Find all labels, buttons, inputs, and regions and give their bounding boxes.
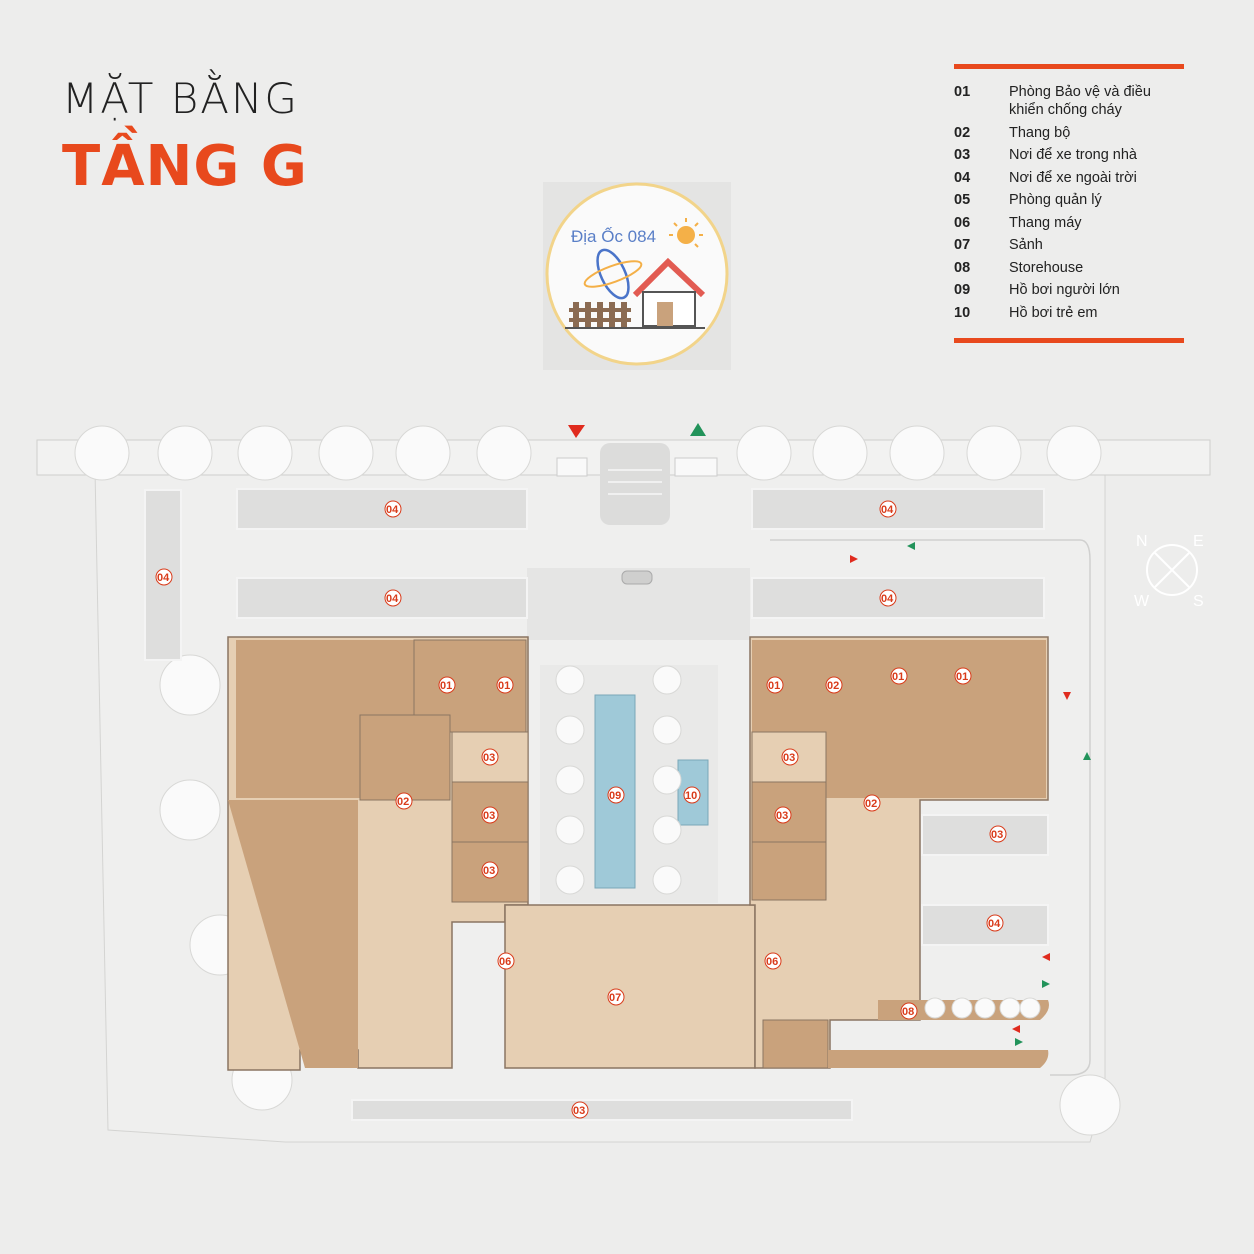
badge-04: 04	[157, 572, 170, 584]
parking-rows	[144, 488, 1049, 1121]
badge-06: 06	[766, 956, 778, 968]
badge-07: 07	[609, 992, 621, 1004]
badge-02: 02	[397, 796, 409, 808]
badge-03: 03	[483, 810, 495, 822]
legend-top-bar	[954, 64, 1184, 69]
badge-03: 03	[776, 810, 788, 822]
badge-03: 03	[483, 865, 495, 877]
plan-badges: 04 04 04 04 04 04 01 01 01 01 01 02 02 0…	[155, 500, 1007, 1119]
badge-01: 01	[768, 680, 780, 692]
legend-bottom-bar	[954, 338, 1184, 343]
badge-02: 02	[865, 798, 877, 810]
crosswalk-left	[556, 457, 588, 477]
watermark-logo: Địa Ốc 084	[543, 182, 731, 370]
compass-n: N	[1136, 533, 1148, 550]
badge-01: 01	[956, 671, 968, 683]
plan-title-line2: TẦNG G	[62, 134, 308, 199]
badge-01: 01	[440, 680, 452, 692]
watermark-text: Địa Ốc 084	[571, 226, 656, 246]
compass-icon: N E W S	[1134, 533, 1204, 610]
exit-arrow-icon	[690, 423, 706, 436]
car-icon	[621, 570, 653, 585]
left-stair-core	[359, 714, 451, 801]
crosswalk-right	[674, 457, 718, 477]
plan-title-line1: MẶT BẰNG	[62, 74, 299, 123]
badge-03: 03	[991, 829, 1003, 841]
compass-w: W	[1134, 593, 1150, 610]
badge-01: 01	[498, 680, 510, 692]
badge-04: 04	[881, 504, 894, 516]
badge-04: 04	[386, 504, 399, 516]
badge-09: 09	[609, 790, 621, 802]
badge-03: 03	[573, 1105, 585, 1117]
badge-03: 03	[483, 752, 495, 764]
badge-04: 04	[881, 593, 894, 605]
badge-04: 04	[988, 918, 1001, 930]
right-ramp	[828, 1050, 1049, 1068]
left-ramp	[228, 800, 358, 1068]
central-lobby	[504, 904, 756, 1069]
badge-03: 03	[783, 752, 795, 764]
badge-04: 04	[386, 593, 399, 605]
gatehouse	[600, 443, 670, 525]
sun-icon	[677, 226, 695, 244]
trees-top	[74, 425, 1102, 481]
badge-10: 10	[685, 790, 697, 802]
compass-s: S	[1193, 593, 1204, 610]
entry-arrow-icon	[568, 425, 585, 438]
badge-02: 02	[827, 680, 839, 692]
badge-06: 06	[499, 956, 511, 968]
badge-08: 08	[902, 1006, 914, 1018]
badge-01: 01	[892, 671, 904, 683]
compass-e: E	[1193, 533, 1204, 550]
